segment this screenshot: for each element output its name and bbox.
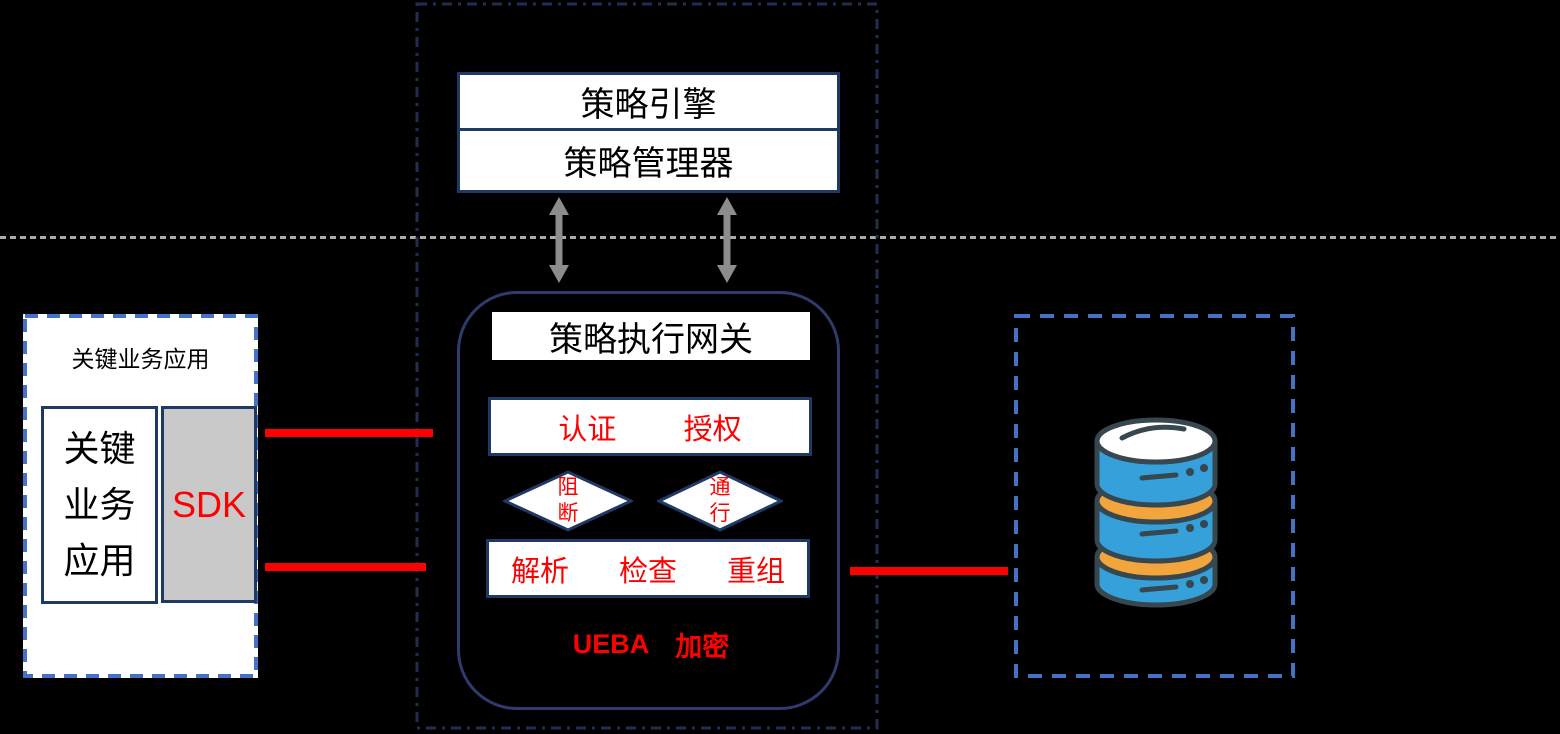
client-app-title: 关键业务应用 <box>71 346 210 372</box>
auth-box: 认证 授权 <box>488 397 812 456</box>
gateway-title-box: 策略执行网关 <box>492 312 810 360</box>
reassemble-label: 重组 <box>726 555 785 588</box>
authn-label: 认证 <box>558 413 617 446</box>
red-link-right <box>850 567 1008 575</box>
policy-manager-label: 策略管理器 <box>563 145 734 183</box>
sdk-label: SDK <box>171 483 247 525</box>
red-link-top <box>265 429 433 437</box>
inspect-label: 检查 <box>618 555 677 588</box>
database-icon <box>1094 417 1218 608</box>
encrypt-label: 加密 <box>675 631 730 662</box>
app-core-label: 关键 业务 应用 <box>63 428 136 581</box>
sdk-box: SDK <box>161 406 257 603</box>
gateway-title: 策略执行网关 <box>549 320 753 359</box>
pass-diamond: 通 行 <box>657 470 783 532</box>
double-arrow-icon <box>549 197 569 283</box>
plane-divider-dashed-line <box>0 236 1560 239</box>
pass-label: 通 行 <box>709 475 731 525</box>
gateway-footer: UEBA 加密 <box>492 626 810 662</box>
double-arrow-icon <box>717 197 737 283</box>
gateway-panel <box>457 291 840 710</box>
policy-engine-label: 策略引擎 <box>580 86 717 124</box>
policy-manager-box: 策略管理器 <box>457 128 840 193</box>
block-label: 阻 断 <box>557 475 579 525</box>
authz-label: 授权 <box>683 413 742 446</box>
datastore-panel <box>1014 314 1295 678</box>
client-app-panel: 关键业务应用 关键 业务 应用 SDK <box>23 314 258 678</box>
policy-engine-box: 策略引擎 <box>457 72 840 131</box>
red-link-bottom <box>265 563 426 571</box>
parse-label: 解析 <box>511 555 570 588</box>
app-core-box: 关键 业务 应用 <box>41 406 158 604</box>
control-plane-boundary <box>415 2 879 730</box>
block-diamond: 阻 断 <box>503 470 633 532</box>
process-box: 解析 检查 重组 <box>486 539 810 598</box>
ueba-label: UEBA <box>572 628 650 659</box>
